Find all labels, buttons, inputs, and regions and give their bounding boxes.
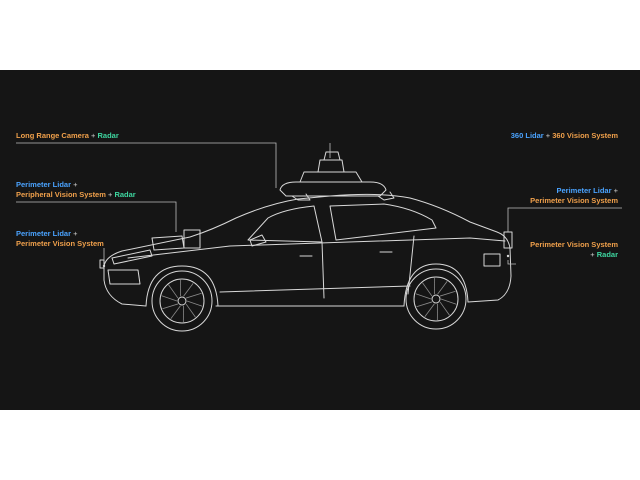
label-plus: + [611, 186, 618, 195]
car-body-outline [103, 193, 512, 303]
car-lower-outline [103, 279, 147, 307]
car-side-crease [219, 285, 411, 293]
wheel-spoke [439, 290, 456, 297]
roof-lidar-dome [317, 159, 345, 173]
front-sensor-housing [151, 235, 185, 251]
rear-lower-sensor [483, 253, 501, 267]
wheel-spoke [422, 282, 433, 297]
label-text-perimeter-lidar: Perimeter Lidar [16, 180, 72, 189]
front-rim [159, 278, 205, 324]
wheel-spoke [186, 300, 203, 307]
label-front-lower-sensors: Perimeter Lidar + Perimeter Vision Syste… [16, 229, 104, 249]
rear-rim [413, 276, 459, 322]
car-headlight [111, 249, 153, 265]
roof-sensor-pod-left [291, 193, 311, 201]
callout-front-upper-line [16, 201, 177, 232]
roof-sensor-pod-right [377, 191, 395, 201]
car-door-line-front [321, 241, 325, 299]
roof-sensor-base [279, 181, 387, 197]
car-shoulder-line [127, 237, 506, 259]
callout-rear-lower-line [507, 260, 516, 265]
label-long-range-camera-radar: Long Range Camera + Radar [16, 131, 119, 141]
wheel-spoke [170, 305, 181, 319]
label-front-upper-sensors: Perimeter Lidar + Peripheral Vision Syst… [16, 180, 136, 200]
wheel-spoke [437, 281, 448, 295]
roof-lidar-cap [323, 151, 341, 161]
label-text-perimeter-vision-system: Perimeter Vision System [530, 196, 618, 205]
wheel-spokes [161, 278, 457, 322]
label-rear-lower-sensors: Perimeter Vision System + Radar [530, 240, 618, 260]
rear-hub [431, 294, 441, 304]
label-text-peripheral-vision-system: Peripheral Vision System [16, 190, 106, 199]
wheel-spoke [185, 303, 196, 318]
front-tire [151, 270, 213, 332]
rear-upper-sensor [503, 231, 513, 249]
label-plus: + [71, 229, 78, 238]
wheel-spoke [415, 293, 432, 300]
car-door-line-rear [407, 235, 415, 295]
car-front-grille [107, 269, 141, 285]
label-plus: + [71, 180, 78, 189]
wheel-spoke [440, 298, 457, 305]
car-rear-wheel-arch [403, 263, 469, 307]
label-text-360-vision-system: 360 Vision System [552, 131, 618, 140]
vehicle-sensor-diagram [16, 142, 622, 332]
label-text-radar: Radar [97, 131, 119, 140]
wheel-spoke [185, 292, 202, 299]
front-hub [177, 296, 187, 306]
wheel-spoke [161, 295, 178, 302]
front-bumper-sensor [99, 259, 105, 269]
diagram-panel: Long Range Camera + Radar 360 Lidar + 36… [0, 70, 640, 410]
label-text-perimeter-vision-system: Perimeter Vision System [530, 240, 618, 249]
label-text-perimeter-lidar: Perimeter Lidar [556, 186, 612, 195]
car-window-rear [329, 203, 437, 241]
label-plus: + [105, 190, 115, 199]
roof-sensor-mid [299, 171, 363, 183]
label-plus: + [543, 131, 553, 140]
label-text-long-range-camera: Long Range Camera [16, 131, 89, 140]
label-text-radar: Radar [114, 190, 136, 199]
label-text-perimeter-vision-system: Perimeter Vision System [16, 239, 104, 248]
label-plus: + [590, 250, 597, 259]
label-rear-upper-sensors: Perimeter Lidar + Perimeter Vision Syste… [530, 186, 618, 206]
label-360-lidar-vision: 360 Lidar + 360 Vision System [511, 131, 618, 141]
wheel-spoke [424, 303, 435, 317]
label-text-radar: Radar [596, 250, 618, 259]
wheel-spoke [162, 303, 179, 310]
front-sensor-pod [183, 229, 201, 249]
car-front-wheel-arch [145, 265, 219, 307]
wheel-spoke [416, 301, 433, 308]
wheel-spoke [439, 301, 450, 316]
callout-dot-front [102, 264, 106, 268]
car-window-front [247, 205, 323, 243]
callout-long-range-line [16, 142, 277, 188]
wheel-spoke [168, 284, 179, 299]
rear-tire [405, 268, 467, 330]
callout-rear-upper-line [507, 207, 622, 232]
label-plus: + [88, 131, 98, 140]
wheel-spoke [183, 283, 194, 297]
label-text-360-lidar: 360 Lidar [510, 131, 544, 140]
car-mirror [249, 234, 267, 247]
label-text-perimeter-lidar: Perimeter Lidar [16, 229, 72, 238]
callout-dot-rear [506, 254, 510, 258]
